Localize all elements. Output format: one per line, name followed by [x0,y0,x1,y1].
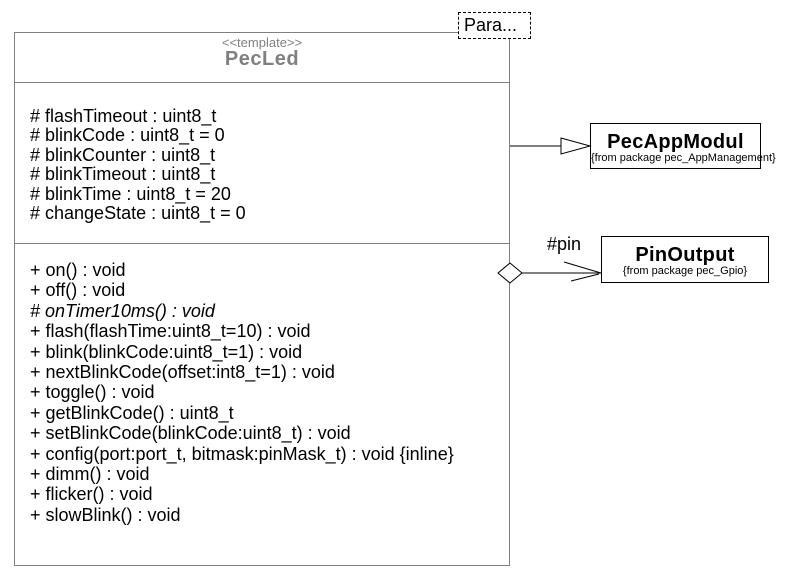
pecled-attributes-compartment: # flashTimeout : uint8_t # blinkCode : u… [15,83,509,244]
method-row: + config(port:port_t, bitmask:pinMask_t)… [30,443,454,464]
method-row: + slowBlink() : void [30,504,181,525]
class-node-pinoutput[interactable]: PinOutput {from package pec_Gpio} [601,236,769,283]
attribute-row: # changeState : uint8_t = 0 [30,203,246,224]
pecled-class-name: PecLed [224,48,300,70]
generalization-connector[interactable] [510,137,592,155]
generalization-triangle-icon [560,137,592,155]
pecled-methods-compartment: + on() : void + off() : void # onTimer10… [15,244,509,525]
attribute-row: # blinkCode : uint8_t = 0 [30,125,225,146]
pinoutput-package-note: {from package pec_Gpio} [622,265,748,277]
attribute-row: # blinkCounter : uint8_t [30,144,216,165]
pecled-stereotype: <<template>> [221,35,303,50]
template-parameter-box[interactable]: Para... [458,12,531,39]
aggregation-connector[interactable] [497,261,602,284]
pecappmodul-package-note: {from package pec_AppManagement} [591,152,776,164]
method-row: + blink(blinkCode:uint8_t=1) : void [30,341,303,362]
method-row: + nextBlinkCode(offset:int8_t=1) : void [30,362,335,383]
open-arrowhead-icon [570,273,600,282]
aggregation-diamond-icon [497,262,523,284]
class-node-pecled[interactable]: <<template>> PecLed # flashTimeout : uin… [14,32,510,566]
method-row: + setBlinkCode(blinkCode:uint8_t) : void [30,423,351,444]
method-row-abstract: # onTimer10ms() : void [30,300,215,321]
method-row: + flash(flashTime:uint8_t=10) : void [30,321,311,342]
method-row: + dimm() : void [30,464,150,485]
attribute-row: # blinkTimeout : uint8_t [30,164,216,185]
open-arrowhead-icon [563,261,602,274]
method-row: + on() : void [30,260,126,280]
method-row: + toggle() : void [30,382,155,403]
method-row: + getBlinkCode() : uint8_t [30,402,234,423]
attribute-row: # blinkTime : uint8_t = 20 [30,183,231,204]
class-node-pecappmodul[interactable]: PecAppModul {from package pec_AppManagem… [590,123,776,169]
method-row: + flicker() : void [30,484,153,505]
attribute-row: # flashTimeout : uint8_t [30,106,217,126]
pinoutput-class-name: PinOutput [635,244,735,266]
pecappmodul-class-name: PecAppModul [607,131,744,153]
method-row: + off() : void [30,280,126,301]
pecled-header-compartment: <<template>> PecLed [15,33,509,83]
aggregation-role-label: #pin [547,234,582,254]
